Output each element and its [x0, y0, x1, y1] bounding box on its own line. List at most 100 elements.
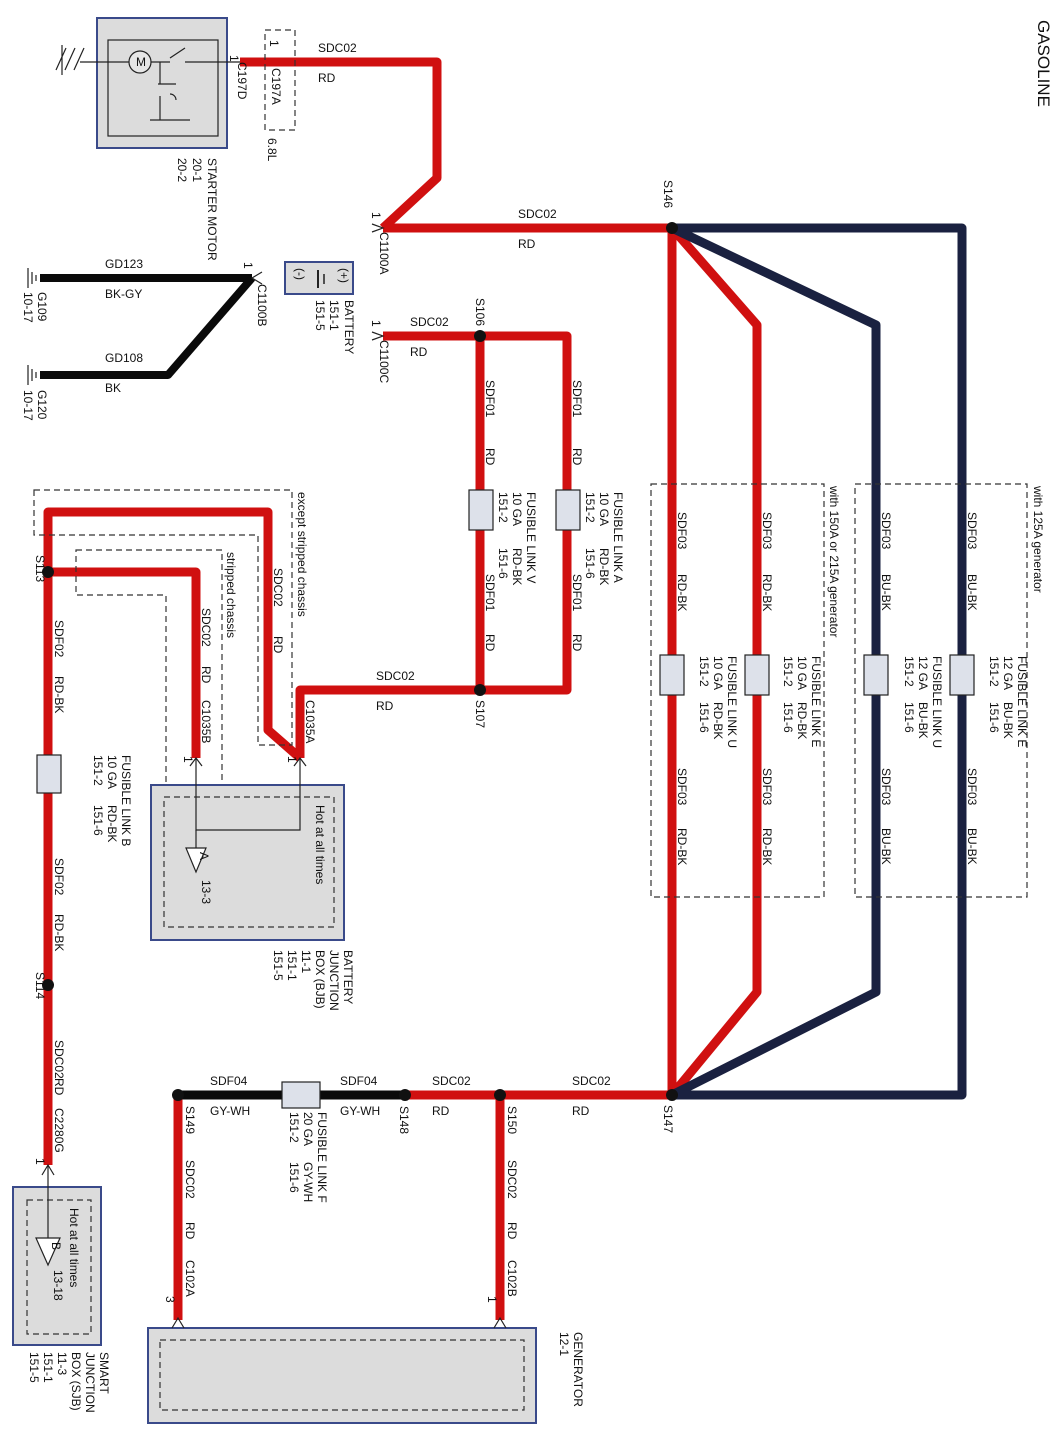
label-wires-rd: RD — [483, 634, 497, 652]
label-wires-rdbk: RD-BK — [52, 914, 66, 951]
label-connectors-pin1: 1 — [369, 320, 383, 327]
label-fusible_links-b-r1: 151-2 — [91, 755, 105, 786]
label-wires-sdf04: SDF04 — [210, 1074, 248, 1088]
label-wires-rdbk: RD-BK — [760, 574, 774, 611]
label-fusible_links-e150-r1: 151-2 — [781, 656, 795, 687]
label-fusible_links-v-color: RD-BK — [510, 548, 524, 585]
label-components-bjb-hot: Hot at all times — [313, 805, 327, 884]
label-wires-rd: RD — [518, 237, 536, 251]
label-connectors-c1035b: C1035B — [199, 700, 213, 743]
splice-s113 — [42, 566, 54, 578]
label-wires-rd: RD — [432, 1104, 450, 1118]
wires — [40, 57, 967, 1320]
label-wires-sdf01: SDF01 — [483, 380, 497, 418]
label-wires-gd123: GD123 — [105, 257, 143, 271]
label-connectors-c102b: C102B — [505, 1260, 519, 1297]
ground-g120-icon — [27, 365, 37, 385]
label-wires-sdf03: SDF03 — [965, 512, 979, 550]
label-connectors-pin1: 1 — [369, 212, 383, 219]
label-components-generator-name: GENERATOR — [571, 1332, 585, 1407]
label-splices-s107: S107 — [473, 700, 487, 728]
label-fusible_links-v-r1: 151-2 — [496, 492, 510, 523]
label-splices-s113: S113 — [33, 555, 47, 582]
label-wires-sdc02: SDC02 — [318, 41, 357, 55]
connector-c102a-icon — [171, 1316, 185, 1329]
label-fusible_links-u125-color: BU-BK — [916, 702, 930, 739]
fuse-e125 — [949, 654, 975, 696]
wire-sdf01-a-bot — [480, 530, 572, 695]
label-connectors-pin1: 1 — [485, 1296, 499, 1303]
label-wires-sdf03: SDF03 — [879, 512, 893, 550]
fuse-b — [36, 754, 62, 794]
label-connectors-c197d: C197D — [235, 62, 249, 100]
label-wires-sdc02: SDC02 — [183, 1160, 197, 1199]
label-wires-sdf01: SDF01 — [483, 574, 497, 612]
label-wires-sdf02: SDF02 — [52, 858, 66, 896]
wire-sdc02-starter — [240, 57, 442, 232]
label-connectors-c197a: C197A — [269, 68, 283, 105]
label-wires-sdf01: SDF01 — [570, 574, 584, 612]
box-except-stripped — [33, 489, 293, 746]
triangle-b-icon — [35, 1237, 61, 1267]
fuse-f — [281, 1081, 321, 1109]
label-wires-rd: RD — [570, 634, 584, 652]
wire-sdf03-e125 — [672, 223, 967, 655]
label-fusible_links-u125-r2: 151-6 — [902, 702, 916, 733]
label-fusible_links-e125-r2: 151-6 — [987, 702, 1001, 733]
label-fusible_links-a-r1: 151-2 — [583, 492, 597, 523]
label-wires-sdf03: SDF03 — [965, 768, 979, 806]
label-options-except_stripped: except stripped chassis — [295, 492, 309, 617]
label-fusible_links-e150-ga: 10 GA — [795, 656, 809, 690]
label-fusible_links-u150-r1: 151-2 — [697, 656, 711, 687]
label-wires-sdf02: SDF02 — [52, 620, 66, 658]
connector-c1035b-icon — [189, 757, 203, 767]
label-connectors-pin1: 1 — [285, 756, 299, 763]
label-wires-bk: BK — [105, 381, 121, 395]
label-wires-rd: RD — [52, 1078, 66, 1096]
wire-sdf03-e150 — [668, 225, 762, 655]
page-title: GASOLINE — [1034, 20, 1053, 107]
label-components-sjb-tri: B — [49, 1242, 63, 1250]
label-components-sjb-refs-0: 11-3 — [55, 1352, 69, 1375]
splice-s106 — [474, 330, 486, 342]
label-connectors-c2280g: C2280G — [52, 1108, 66, 1153]
label-connectors-pin1: 1 — [241, 262, 255, 269]
label-wires-gywh: GY-WH — [340, 1104, 380, 1118]
label-components-starter-name: STARTER MOTOR — [205, 158, 219, 261]
label-fusible_links-e125-ga: 12 GA — [1001, 656, 1015, 690]
label-fusible_links-u125-name: FUSIBLE LINK U — [930, 656, 944, 748]
sjb-box — [12, 1186, 102, 1346]
label-wires-sdf01: SDF01 — [570, 380, 584, 418]
label-fusible_links-f-r1: 151-2 — [287, 1112, 301, 1143]
label-fusible_links-e150-color: RD-BK — [795, 702, 809, 739]
label-wires-sdf03: SDF03 — [760, 512, 774, 550]
label-wires-sdc02: SDC02 — [518, 207, 557, 221]
splice-s149 — [172, 1089, 184, 1101]
label-fusible_links-f-color: GY-WH — [301, 1162, 315, 1202]
ground-g109-icon — [27, 268, 37, 288]
splice-s146 — [666, 222, 678, 234]
label-splices-s150: S150 — [505, 1106, 519, 1134]
box-gen125 — [854, 483, 1028, 898]
label-fusible_links-f-r2: 151-6 — [287, 1162, 301, 1193]
label-fusible_links-f-ga: 20 GA — [301, 1112, 315, 1146]
connector-c102b-icon — [493, 1316, 507, 1329]
wire-sdc02-s107 — [295, 685, 480, 758]
label-components-bjb-tri_ref: 13-3 — [199, 880, 213, 904]
label-fusible_links-a-name: FUSIBLE LINK A — [611, 492, 625, 583]
label-connectors-c102a: C102A — [183, 1260, 197, 1297]
label-wires-sdc02: SDC02 — [52, 1040, 66, 1079]
label-components-battery-refs-1: 151-5 — [313, 300, 327, 331]
splice-s150 — [494, 1089, 506, 1101]
label-wires-bubk: BU-BK — [965, 828, 979, 865]
label-wires-sdc02: SDC02 — [572, 1074, 611, 1088]
label-wires-rd: RD — [572, 1104, 590, 1118]
label-components-sjb-line1: SMART — [97, 1352, 111, 1394]
starter-motor-box — [96, 17, 228, 149]
label-components-battery-refs-0: 151-1 — [327, 300, 341, 331]
label-fusible_links-u150-name: FUSIBLE LINK U — [725, 656, 739, 748]
label-fusible_links-u150-color: RD-BK — [711, 702, 725, 739]
label-connectors-c1100b: C1100B — [255, 284, 269, 326]
label-wires-rd: RD — [570, 448, 584, 466]
label-wires-rdbk: RD-BK — [760, 828, 774, 865]
